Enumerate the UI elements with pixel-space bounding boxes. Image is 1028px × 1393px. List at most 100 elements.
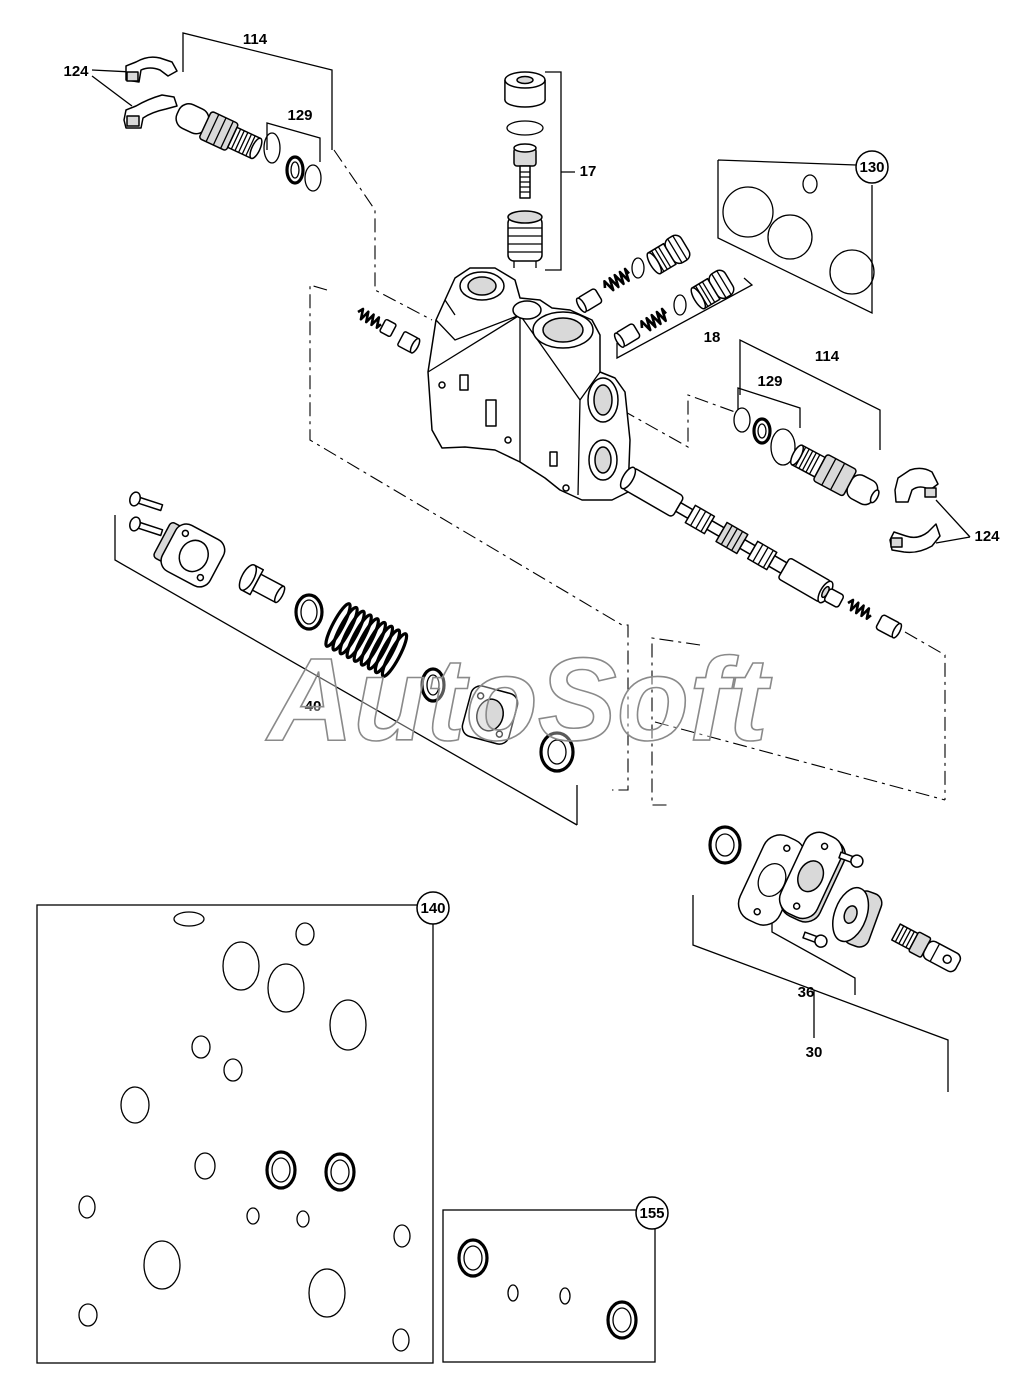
flange-shape bbox=[196, 573, 205, 582]
o-ring bbox=[733, 407, 751, 433]
label-17: 17 bbox=[580, 163, 597, 180]
o-ring-outline bbox=[308, 1268, 346, 1318]
bracket-114-right bbox=[739, 338, 881, 450]
o-ring bbox=[267, 963, 305, 1013]
rod-end-shape bbox=[942, 954, 952, 964]
connector-right-shape bbox=[869, 489, 880, 504]
valve-body bbox=[427, 267, 631, 501]
label-114-top: 114 bbox=[243, 31, 268, 48]
spring bbox=[847, 598, 872, 620]
screw bbox=[129, 516, 164, 537]
label-155-circle bbox=[635, 1196, 669, 1230]
o-ring bbox=[223, 1058, 243, 1082]
nut-shape bbox=[409, 337, 421, 354]
connector-right bbox=[789, 444, 880, 506]
seal-shape bbox=[547, 739, 567, 765]
gasket-shape bbox=[783, 844, 791, 853]
sleeve-bore bbox=[512, 300, 542, 320]
o-ring-outline bbox=[191, 1035, 211, 1059]
collar bbox=[294, 593, 324, 631]
seal-shape bbox=[715, 833, 735, 857]
coil-spring-shape bbox=[324, 602, 352, 648]
retainer-shape bbox=[420, 667, 446, 703]
spool-end-parts bbox=[823, 588, 903, 639]
threaded-plug bbox=[690, 269, 735, 310]
seal-shape bbox=[708, 825, 742, 865]
collar-shape bbox=[294, 593, 324, 631]
o-ring-outline bbox=[143, 1240, 181, 1290]
o-ring-outline bbox=[246, 1207, 260, 1225]
o-ring-outline bbox=[559, 1287, 571, 1305]
slot bbox=[549, 451, 558, 467]
spacer-shape bbox=[613, 332, 626, 348]
connector-right-shape bbox=[794, 446, 821, 475]
seal-ring bbox=[606, 1300, 638, 1340]
spool bbox=[619, 466, 834, 604]
coil-spring-shape bbox=[373, 628, 402, 675]
o-ring-outline bbox=[507, 1284, 519, 1302]
poppet bbox=[513, 143, 537, 199]
valve-body-shape bbox=[562, 484, 570, 492]
screw bbox=[129, 491, 164, 512]
clip-top-lower bbox=[123, 94, 178, 129]
relief-valve-upper bbox=[575, 234, 691, 313]
spacer-shape bbox=[823, 588, 845, 608]
coil-spring-shape bbox=[331, 605, 359, 652]
seal-ring-inner bbox=[330, 1159, 350, 1185]
valve-body-shape bbox=[444, 299, 601, 401]
orings-top bbox=[263, 132, 322, 192]
seal-ring-inner bbox=[290, 161, 300, 179]
seal-ring bbox=[324, 1152, 356, 1192]
o-ring-outline bbox=[296, 1210, 310, 1228]
o-ring bbox=[194, 1152, 216, 1180]
seal-ring-outer bbox=[265, 1150, 297, 1190]
threaded-plug bbox=[646, 234, 691, 275]
kit-130-outline bbox=[717, 159, 873, 315]
label-140-circle bbox=[416, 891, 450, 925]
threaded-plug-shape bbox=[646, 252, 663, 275]
retainer bbox=[420, 667, 446, 703]
o-ring bbox=[246, 1207, 260, 1225]
check-valve-stack bbox=[504, 71, 546, 268]
nut-shape bbox=[379, 318, 397, 338]
label-40: 40 bbox=[305, 698, 322, 715]
sleeve bbox=[507, 210, 543, 268]
flange bbox=[153, 522, 226, 588]
kit-130-rings bbox=[722, 174, 875, 295]
bracket-30 bbox=[692, 895, 949, 1092]
clip-top-lower-shape bbox=[126, 115, 140, 127]
spacer bbox=[875, 614, 903, 639]
body-left-small-parts bbox=[357, 307, 421, 354]
valve-body-shape bbox=[438, 381, 446, 389]
relief-valve-lower bbox=[613, 269, 735, 348]
label-124-right: 124 bbox=[974, 528, 1000, 545]
clip-right-upper bbox=[894, 467, 939, 503]
rod-end bbox=[891, 923, 962, 973]
collar-shape bbox=[300, 599, 318, 625]
seal-ring bbox=[285, 155, 305, 185]
spacer-shape bbox=[891, 622, 903, 639]
clip-right-lower-shape bbox=[890, 537, 903, 548]
spring-seat-shape bbox=[273, 585, 286, 604]
connector-top-left-shape bbox=[205, 114, 234, 149]
flange-shape bbox=[178, 539, 209, 573]
o-ring-outline bbox=[78, 1303, 98, 1327]
part-labels: 114 124 129 17 130 18 114 129 124 40 140… bbox=[63, 31, 1000, 1230]
coil-spring-shape bbox=[380, 632, 409, 678]
rod-end-shape bbox=[894, 925, 915, 948]
o-ring bbox=[559, 1287, 571, 1305]
spool-shape bbox=[689, 508, 712, 532]
bracket-lines bbox=[91, 32, 971, 1092]
orings-right bbox=[733, 407, 796, 466]
kit-140-box bbox=[36, 904, 434, 1364]
connector-top-left bbox=[175, 103, 263, 160]
seal-ring-inner bbox=[463, 1245, 483, 1271]
o-ring bbox=[295, 922, 315, 946]
sleeve-shape bbox=[513, 261, 537, 268]
threaded-plug-shape bbox=[708, 269, 735, 300]
o-ring-outline bbox=[222, 941, 260, 991]
o-ring bbox=[770, 428, 796, 466]
o-ring-outline bbox=[393, 1224, 411, 1248]
o-ring bbox=[393, 1224, 411, 1248]
